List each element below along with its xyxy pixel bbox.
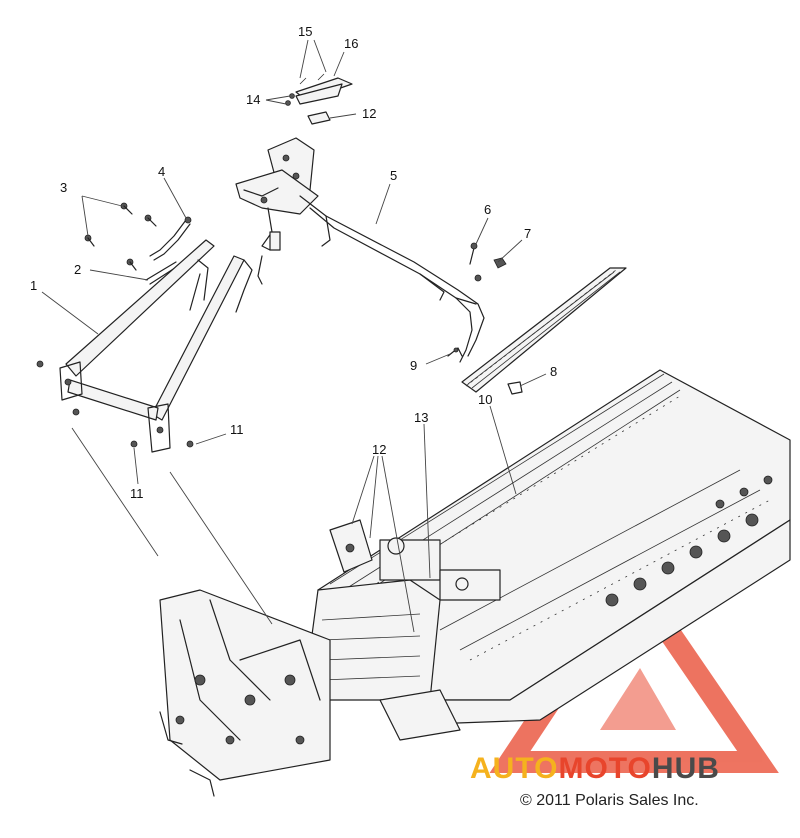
callout-11a: 11: [230, 422, 244, 437]
callout-10: 10: [478, 392, 492, 407]
copyright-notice: © 2011 Polaris Sales Inc.: [520, 792, 699, 809]
callout-12b: 12: [372, 442, 386, 457]
callout-3: 3: [60, 180, 67, 195]
watermark-brand: AUTOMOTOHUB: [470, 752, 720, 786]
part-8-bracket: [507, 381, 523, 395]
part-3-bolts: [84, 202, 157, 271]
callout-16: 16: [344, 36, 358, 51]
callout-5: 5: [390, 168, 397, 183]
part-6-bolt: [469, 242, 482, 282]
side-panel-holes: [605, 475, 773, 607]
part-10-rail: [461, 267, 627, 393]
part-16-plate: [295, 73, 353, 105]
callout-2: 2: [74, 262, 81, 277]
part-9-clip: [447, 347, 463, 357]
callout-9: 9: [410, 358, 417, 373]
callout-labels: 15 16 14 12 5 3 4 6 7 2 1 9 8 10 13 11 1…: [30, 24, 557, 501]
callout-12a: 12: [362, 106, 376, 121]
part-14-rivets: [285, 93, 295, 106]
callout-4: 4: [158, 164, 165, 179]
callout-6: 6: [484, 202, 491, 217]
callout-11b: 11: [130, 486, 144, 501]
leader-lines: [41, 39, 547, 633]
callout-7: 7: [524, 226, 531, 241]
callout-15: 15: [298, 24, 312, 39]
chassis-bulkhead: [159, 519, 501, 797]
part-7-nut: [493, 257, 507, 269]
callout-8: 8: [550, 364, 557, 379]
brand-moto: MOTO: [558, 752, 652, 785]
brand-auto: AUTO: [470, 752, 559, 785]
callout-13: 13: [414, 410, 428, 425]
part-1-front-frame: [36, 239, 263, 453]
part-12-pad: [307, 111, 331, 125]
callout-14: 14: [246, 92, 260, 107]
part-5-steering-post: [235, 137, 485, 363]
brand-hub: HUB: [651, 752, 720, 785]
part-4-strap: [149, 216, 192, 261]
callout-1: 1: [30, 278, 37, 293]
